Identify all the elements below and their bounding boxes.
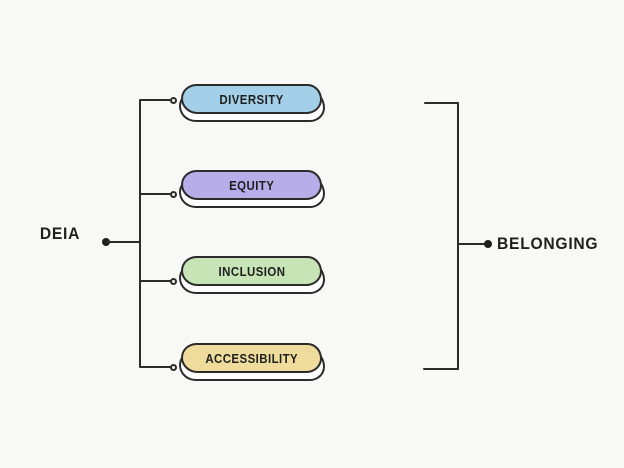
node-equity-label: EQUITY xyxy=(228,177,275,193)
branch-line-accessibility xyxy=(140,366,171,368)
outcome-label-belonging: BELONGING xyxy=(497,234,599,253)
outcome-connector-line xyxy=(458,243,486,245)
right-bracket-vertical-line xyxy=(457,102,459,370)
branch-line-equity xyxy=(140,193,171,195)
node-accessibility: ACCESSIBILITY xyxy=(179,343,325,381)
node-accessibility-label: ACCESSIBILITY xyxy=(205,350,298,366)
branch-line-diversity xyxy=(140,99,171,101)
node-equity-face: EQUITY xyxy=(181,170,322,200)
root-label-deia: DEIA xyxy=(39,224,81,243)
outcome-connector-dot xyxy=(484,240,492,248)
node-inclusion-face: INCLUSION xyxy=(181,256,322,286)
right-bracket-bottom-tick xyxy=(423,368,459,370)
right-bracket-top-tick xyxy=(424,102,459,104)
node-diversity-label: DIVERSITY xyxy=(219,91,284,107)
branch-line-inclusion xyxy=(140,280,171,282)
root-connector-line xyxy=(106,241,140,243)
branch-endpoint-ring-inclusion xyxy=(170,278,177,285)
left-bracket-vertical-line xyxy=(139,99,141,368)
node-accessibility-face: ACCESSIBILITY xyxy=(181,343,322,373)
branch-endpoint-ring-equity xyxy=(170,191,177,198)
node-inclusion: INCLUSION xyxy=(179,256,325,294)
node-inclusion-label: INCLUSION xyxy=(218,263,285,279)
node-diversity: DIVERSITY xyxy=(179,84,325,122)
node-diversity-face: DIVERSITY xyxy=(181,84,322,114)
branch-endpoint-ring-diversity xyxy=(170,97,177,104)
node-equity: EQUITY xyxy=(179,170,325,208)
branch-endpoint-ring-accessibility xyxy=(170,364,177,371)
